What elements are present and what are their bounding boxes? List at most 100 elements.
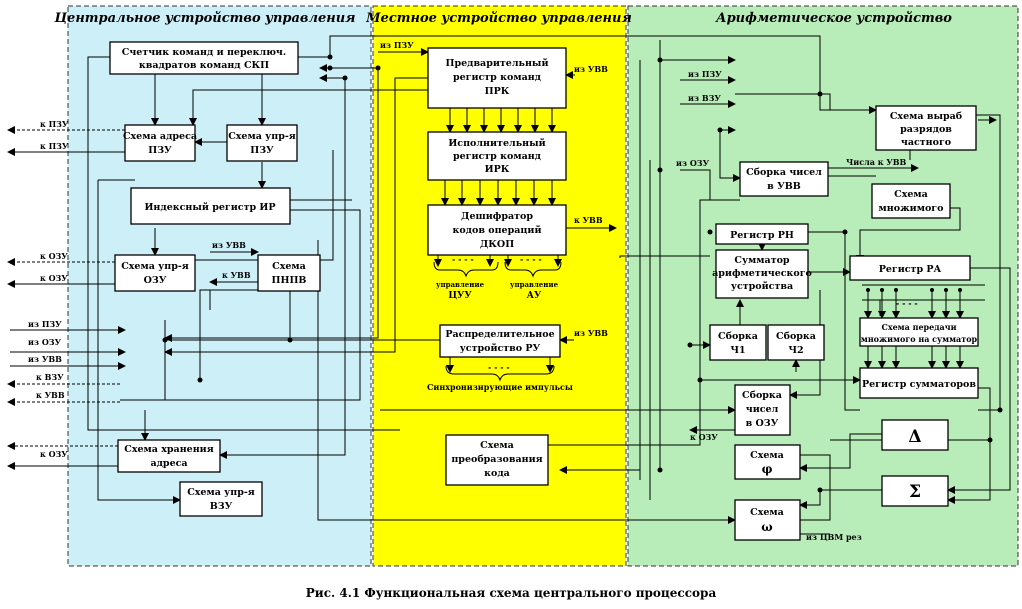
label-from-uvv-pnpv: из УВВ	[212, 240, 246, 250]
block-sha-line1: Схема хранения	[124, 444, 213, 455]
block-rs-line1: Регистр сумматоров	[862, 379, 976, 390]
block-schuvv-line2: в УВВ	[767, 181, 801, 192]
label-from-ozu-left: из ОЗУ	[28, 337, 62, 347]
block-pnpv: Схема ПНПВ	[257, 254, 321, 292]
block-ir: Индексный регистр ИР	[130, 187, 291, 225]
label-from-vzu-alu: из ВЗУ	[688, 93, 721, 103]
block-spk-line1: Схема	[480, 440, 514, 451]
block-schuvv: Сборка чисел в УВВ	[739, 161, 829, 197]
block-sha-line2: адреса	[150, 458, 187, 469]
block-prk-line2: регистр команд	[453, 72, 541, 83]
region-cu-title: Центральное устройство управления	[53, 11, 355, 26]
block-ru-line2: устройство РУ	[460, 343, 541, 354]
block-delta: Δ	[881, 419, 949, 451]
block-svrch-line1: Схема выраб	[890, 111, 962, 122]
label-to-uvv-pnpv: к УВВ	[222, 270, 251, 280]
spm-to-rs-arrows	[864, 346, 964, 369]
region-alu	[627, 5, 1019, 567]
label-from-uvv-prk: из УВВ	[574, 64, 608, 74]
label-sync: Синхронизирующие импульсы	[427, 382, 573, 392]
block-prk-line1: Предварительный	[445, 58, 548, 69]
label-ctrl-cuu-1: управление	[436, 280, 485, 289]
irk-to-dkop-arrows	[441, 180, 556, 206]
label-from-pzu-left: из ПЗУ	[28, 319, 62, 329]
block-irk: Исполнительный регистр команд ИРК	[427, 131, 567, 181]
prk-to-irk-arrows	[446, 108, 556, 133]
block-ch1: Сборка Ч1	[709, 324, 767, 361]
block-sap-line1: Схема адреса	[123, 131, 197, 142]
block-sap-line2: ПЗУ	[148, 145, 172, 156]
block-sigma: Σ	[881, 475, 949, 507]
block-prk-line3: ПРК	[485, 86, 510, 97]
label-from-pzu-prk: из ПЗУ	[380, 40, 414, 50]
block-irk-line2: регистр команд	[453, 151, 541, 162]
block-skp: Счетчик команд и переключ. квадратов ком…	[109, 41, 299, 75]
block-rs: Регистр сумматоров	[859, 367, 979, 399]
junction-dots	[162, 54, 1003, 493]
block-sum-line3: устройства	[731, 281, 793, 292]
block-spm: Схема передачи множимого на сумматор	[859, 317, 979, 347]
region-lcu-title: Местное устройство управления	[365, 11, 632, 26]
block-sha: Схема хранения адреса	[117, 439, 221, 473]
block-ch1-line1: Сборка	[718, 331, 758, 342]
block-smn: Схема множимого	[871, 183, 951, 219]
label-to-ozu3: к ОЗУ	[40, 449, 68, 459]
block-sup-ozu: Схема упр-я ОЗУ	[114, 254, 196, 292]
block-ir-line1: Индексный регистр ИР	[144, 202, 275, 213]
block-ch2: Сборка Ч2	[767, 324, 825, 361]
block-svrch-line3: частного	[901, 137, 951, 148]
block-spk-line3: кода	[484, 468, 510, 479]
label-dashes-2: - - - -	[520, 254, 542, 264]
block-spk-line2: преобразования	[451, 454, 542, 465]
block-svrch-line2: разрядов	[900, 124, 952, 135]
region-alu-title: Арифметическое устройство	[715, 11, 952, 26]
block-sigma-symbol: Σ	[909, 482, 921, 502]
block-sup-pzu: Схема упр-я ПЗУ	[226, 124, 298, 162]
block-spm-line1: Схема передачи	[881, 322, 956, 332]
block-schozu: Сборка чисел в ОЗУ	[734, 384, 791, 436]
label-ctrl-au-1: управление	[510, 280, 559, 289]
block-ch2-line1: Сборка	[776, 331, 816, 342]
label-dashes-3: - - - -	[488, 362, 510, 372]
block-sup-ozu-line1: Схема упр-я	[121, 261, 189, 272]
block-sup-vzu-line1: Схема упр-я	[187, 487, 255, 498]
block-prk: Предварительный регистр команд ПРК	[427, 47, 567, 109]
block-omega: Схема ω	[734, 499, 801, 541]
block-irk-line3: ИРК	[485, 164, 510, 175]
connection-lines	[7, 35, 1011, 538]
block-sum-line2: арифметического	[712, 268, 812, 279]
functional-diagram: Центральное устройство управления Местно…	[7, 5, 1019, 567]
block-sup-vzu-line2: ВЗУ	[210, 501, 233, 512]
block-omega-line2: ω	[761, 520, 772, 534]
label-numbers-uvv: Числа к УВВ	[846, 157, 907, 167]
block-smn-line1: Схема	[894, 189, 928, 200]
label-to-pzu: к ПЗУ	[40, 119, 69, 129]
block-ch2-line2: Ч2	[788, 345, 803, 356]
label-to-ozu2: к ОЗУ	[40, 273, 68, 283]
label-from-uvv-left: из УВВ	[28, 354, 62, 364]
block-sup-pzu-line2: ПЗУ	[250, 145, 274, 156]
block-schozu-line3: в ОЗУ	[746, 418, 779, 429]
block-dkop-line2: кодов операций	[452, 225, 541, 236]
block-ru: Распределительное устройство РУ	[439, 324, 561, 358]
block-dkop: Дешифратор кодов операций ДКОП	[427, 204, 567, 256]
block-delta-symbol: Δ	[908, 427, 921, 447]
label-from-pzu-alu: из ПЗУ	[688, 69, 722, 79]
label-dashes-4: - - - -	[896, 298, 918, 308]
block-phi-line2: φ	[762, 462, 773, 476]
block-ru-line1: Распределительное	[445, 329, 554, 340]
label-ctrl-cuu-2: ЦУУ	[448, 291, 472, 301]
block-skp-line2: квадратов команд СКП	[139, 60, 269, 71]
block-sup-vzu: Схема упр-я ВЗУ	[179, 481, 263, 517]
block-schozu-line1: Сборка	[742, 390, 782, 401]
label-to-uvv-left: к УВВ	[36, 390, 65, 400]
block-dkop-line1: Дешифратор	[461, 211, 533, 222]
block-spk: Схема преобразования кода	[445, 434, 549, 486]
block-rn: Регистр РН	[715, 223, 809, 245]
label-from-ozu-alu: из ОЗУ	[676, 158, 710, 168]
block-sap: Схема адреса ПЗУ	[123, 124, 197, 162]
block-sup-ozu-line2: ОЗУ	[144, 275, 167, 286]
block-phi: Схема φ	[734, 444, 801, 480]
label-to-uvv-dkop: к УВВ	[574, 215, 603, 225]
block-ch1-line2: Ч1	[730, 345, 745, 356]
